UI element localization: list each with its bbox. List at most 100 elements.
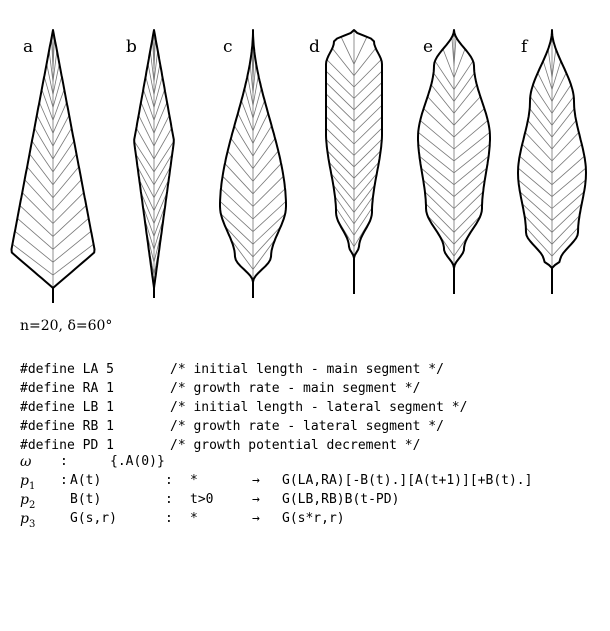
leaf-vein <box>52 166 80 198</box>
leaf-vein <box>424 191 455 221</box>
leaf-vein <box>434 60 455 90</box>
leaf-label-d: d <box>309 37 320 57</box>
leaf-vein <box>524 215 553 245</box>
leaf-label-a: a <box>23 37 33 57</box>
leaf-vein <box>325 104 355 133</box>
leaf-vein <box>220 188 254 220</box>
leaf-vein <box>353 161 380 190</box>
production-condition: * <box>190 511 198 526</box>
leaf-vein <box>26 166 54 198</box>
production-label: p1 <box>20 473 35 492</box>
leaf-vein <box>153 50 159 82</box>
leaf-vein <box>222 175 254 207</box>
leaf-vein <box>52 218 89 250</box>
production-sep: : <box>165 492 173 507</box>
leaf-label-e: e <box>423 37 433 57</box>
leaf-vein <box>551 167 587 197</box>
production-sep: : <box>165 511 173 526</box>
production-block: ω : {.A(0)} p1 : A(t) : * → G(LA,RA)[-B(… <box>20 454 532 530</box>
axiom-symbol: ω <box>20 454 32 470</box>
leaf-vein <box>353 70 383 99</box>
leaf-vein <box>24 179 54 211</box>
production-line: p2 B(t) : t>0 → G(LB,RB)B(t-PD) <box>20 492 399 511</box>
leaf-vein <box>427 215 455 245</box>
leaf-vein <box>153 114 170 147</box>
define-name: #define RA 1 <box>20 381 114 396</box>
leaf-vein <box>453 167 488 197</box>
leaf-vein <box>252 226 282 258</box>
leaf-vein <box>142 205 155 237</box>
leaf-vein <box>252 112 269 144</box>
production-letter: p <box>20 511 29 527</box>
leaf-vein <box>453 84 478 114</box>
leaf-vein <box>551 132 580 162</box>
leaf-vein <box>529 96 553 126</box>
leaf-vein <box>252 138 276 169</box>
leaf-vein <box>547 48 553 78</box>
leaf-vein <box>52 179 82 211</box>
leaf-vein <box>19 205 54 237</box>
leaf-vein <box>453 72 475 102</box>
leaf-vein <box>249 62 254 94</box>
leaf-vein <box>326 59 355 88</box>
leaf-vein <box>140 192 155 224</box>
leaf-vein <box>38 102 54 134</box>
leaf-vein <box>149 50 155 82</box>
leaf-vein <box>252 213 286 245</box>
leaf-vein <box>224 226 254 258</box>
define-name: #define PD 1 <box>20 438 114 453</box>
leaf-vein <box>453 108 485 138</box>
production-letter: p <box>20 473 29 489</box>
production-arrow: → <box>252 511 260 526</box>
leaf-vein <box>252 163 282 195</box>
leaf-vein <box>219 201 254 232</box>
leaf-c: c <box>219 29 287 298</box>
leaf-vein <box>340 36 355 65</box>
leaf-vein <box>48 50 54 82</box>
leaf-vein <box>133 140 155 173</box>
leaf-vein <box>153 179 170 211</box>
leaf-vein <box>551 227 579 257</box>
leaf-vein <box>52 102 68 134</box>
leaf-vein <box>551 60 562 90</box>
leaf-b: b <box>126 29 175 298</box>
leaf-label-c: c <box>223 37 233 57</box>
leaf-vein <box>328 161 355 190</box>
leaf-vein <box>453 191 484 221</box>
define-comment: /* growth potential decrement */ <box>170 438 421 453</box>
leaf-vein <box>353 93 383 122</box>
axiom-value: {.A(0)} <box>110 454 165 469</box>
leaf-vein <box>453 120 489 150</box>
leaf-label-f: f <box>521 37 529 57</box>
leaf-vein <box>325 116 355 145</box>
define-name: #define RB 1 <box>20 419 114 434</box>
leaf-vein <box>52 243 94 276</box>
leaf-vein <box>422 179 455 209</box>
production-successor: G(LA,RA)[-B(t).][A(t+1)][+B(t).] <box>282 473 533 488</box>
production-arrow: → <box>252 473 260 488</box>
leaf-vein <box>252 175 284 207</box>
leaf-vein <box>517 167 553 197</box>
leaf-vein <box>419 120 455 150</box>
leaf-vein <box>52 50 58 82</box>
leaf-vein <box>241 100 254 131</box>
leaf-vein <box>551 179 586 209</box>
production-predecessor: A(t) <box>70 473 102 488</box>
leaf-vein <box>537 72 553 102</box>
define-name: #define LA 5 <box>20 362 114 377</box>
leaf-vein <box>427 96 455 126</box>
leaf-vein <box>52 205 87 237</box>
leaf-vein <box>519 191 553 221</box>
leaf-vein <box>34 127 54 160</box>
leaf-vein <box>353 173 378 202</box>
define-comment: /* growth rate - main segment */ <box>170 381 421 396</box>
leaf-vein <box>542 60 553 90</box>
production-successor: G(LB,RB)B(t-PD) <box>282 492 400 507</box>
leaf-vein <box>327 150 355 179</box>
leaf-vein <box>147 63 155 95</box>
leaf-vein <box>145 76 155 108</box>
production-letter: p <box>20 492 29 508</box>
leaf-vein <box>153 205 166 237</box>
leaf-vein <box>36 114 54 147</box>
leaf-vein <box>21 192 54 224</box>
